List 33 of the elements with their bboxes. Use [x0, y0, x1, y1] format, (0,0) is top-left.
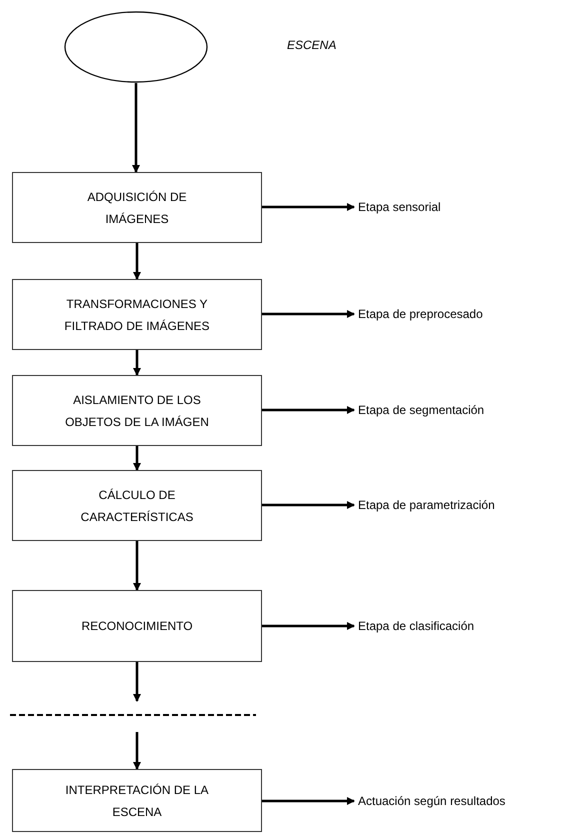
process-label: TRANSFORMACIONES Y FILTRADO DE IMÁGENES [63, 296, 211, 334]
process-box [12, 590, 262, 662]
process-box [12, 769, 262, 832]
process-label: ADQUISICIÓN DE IMÁGENES [86, 188, 188, 228]
stage-label: Actuación según resultados [358, 792, 570, 810]
arrow [133, 243, 141, 280]
arrow [262, 501, 355, 509]
process-box [12, 279, 262, 350]
stage-label: Etapa de preprocesado [358, 305, 558, 323]
arrow [262, 406, 355, 414]
process-box [12, 172, 262, 243]
arrow [133, 446, 141, 471]
process-label: AISLAMIENTO DE LOS OBJETOS DE LA IMÁGEN [64, 392, 210, 430]
process-label: RECONOCIMIENTO [81, 618, 193, 635]
arrow [262, 797, 355, 805]
process-box [12, 470, 262, 541]
arrow [133, 541, 141, 591]
process-box [12, 375, 262, 446]
stage-label: Etapa de parametrización [358, 496, 558, 514]
arrow [133, 662, 141, 702]
scene-label: ESCENA [287, 39, 336, 51]
arrow [262, 203, 355, 211]
arrow [262, 310, 355, 318]
arrow [133, 350, 141, 376]
arrow [133, 732, 141, 770]
arrow [262, 622, 355, 630]
stage-label: Etapa de clasificación [358, 617, 558, 635]
ellipse-shape [64, 11, 208, 83]
stage-label: Etapa de segmentación [358, 401, 558, 419]
arrow [132, 83, 140, 173]
stage-label: Etapa sensorial [358, 198, 558, 216]
process-label: INTERPRETACIÓN DE LA ESCENA [64, 782, 210, 820]
process-label: CÁLCULO DE CARACTERÍSTICAS [80, 486, 194, 526]
